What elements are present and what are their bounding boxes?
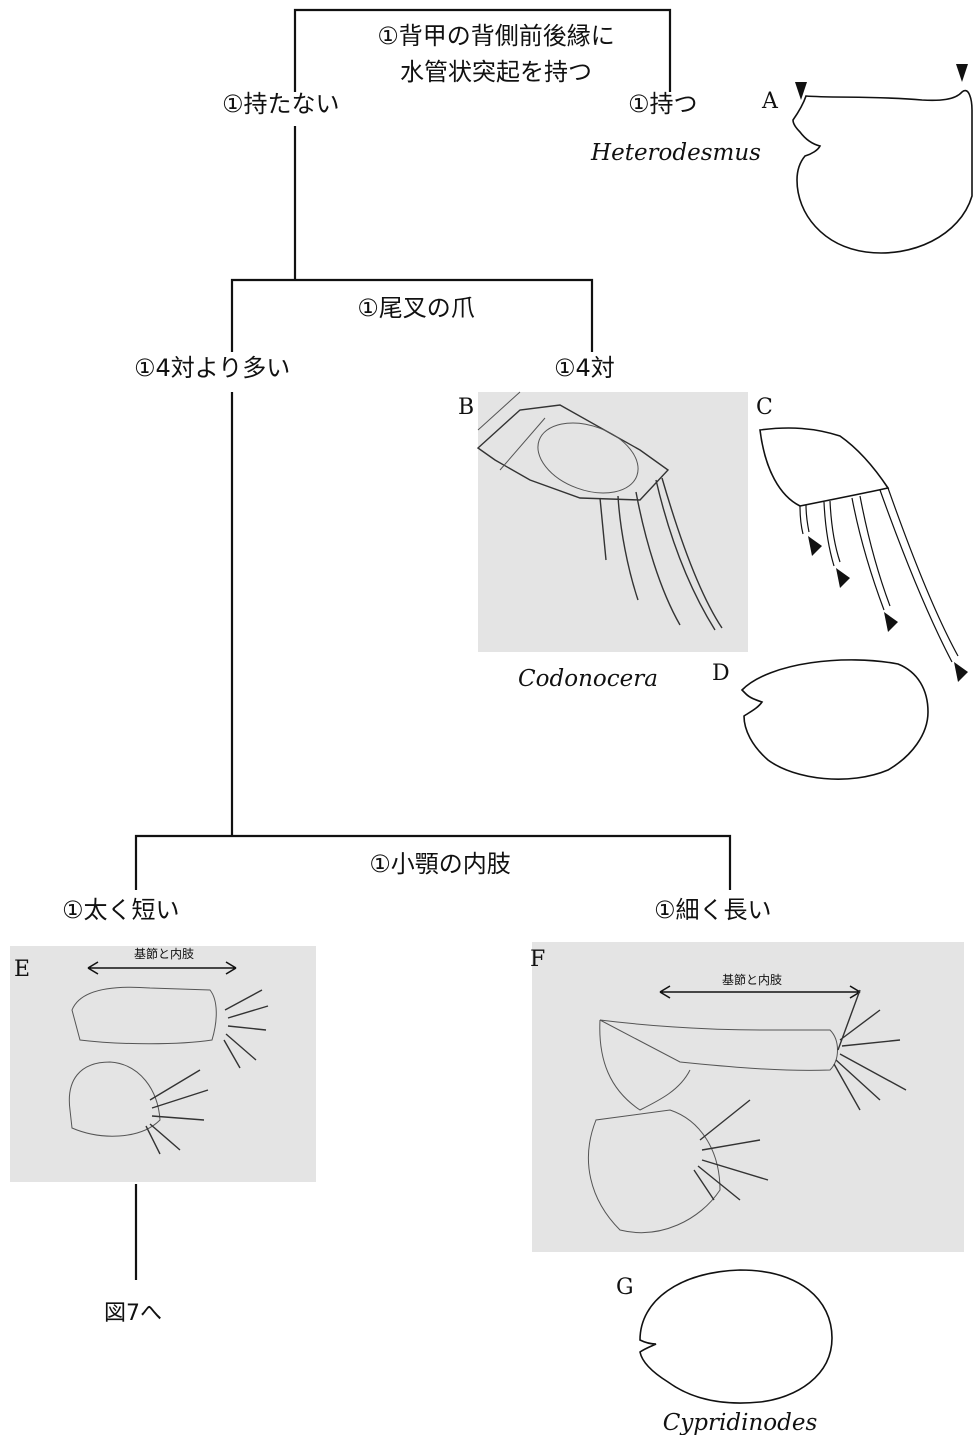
furca-arrowhead-1 bbox=[808, 536, 822, 556]
plate-label-b: B bbox=[458, 395, 474, 420]
footer-next-figure: 図7へ bbox=[104, 1301, 162, 1326]
genus-heterodesmus: Heterodesmus bbox=[590, 140, 761, 166]
node1-question-line1: ①背甲の背側前後縁に bbox=[377, 22, 615, 50]
genus-codonocera: Codonocera bbox=[518, 666, 658, 692]
genus-cypridinodes: Cypridinodes bbox=[663, 1410, 818, 1435]
plate-g-cypridinodes: G Cypridinodes bbox=[616, 1270, 832, 1435]
plate-b-furca-photo: B Codonocera bbox=[458, 392, 748, 692]
key-node-3: ①小顎の内肢 ①太く短い ①細く長い bbox=[62, 836, 772, 924]
furca-arrowhead-2 bbox=[836, 568, 850, 588]
heterodesmus-carapace-outline bbox=[793, 91, 972, 253]
node3-answer-thin-long: ①細く長い bbox=[654, 896, 772, 924]
photo-f-background bbox=[532, 942, 964, 1252]
node1-answer-present: ①持つ bbox=[628, 90, 698, 118]
photo-e-annotation: 基節と内肢 bbox=[134, 946, 194, 961]
photo-e-background bbox=[10, 946, 316, 1182]
plate-e-maxilla-photo: E 基節と内肢 図7へ bbox=[10, 946, 316, 1326]
plate-label-a: A bbox=[761, 89, 779, 114]
cypridinodes-carapace-outline bbox=[640, 1270, 832, 1403]
furca-claw-3 bbox=[852, 496, 890, 610]
node2-question: ①尾叉の爪 bbox=[357, 294, 475, 322]
plate-d-codonocera: D bbox=[712, 660, 928, 779]
furca-claw-4 bbox=[880, 488, 958, 662]
heterodesmus-arrowhead-posterior bbox=[956, 64, 968, 82]
plate-label-e: E bbox=[14, 957, 30, 982]
furca-arrowhead-4 bbox=[954, 662, 968, 682]
furca-lamella-outline bbox=[760, 428, 888, 506]
plate-label-c: C bbox=[756, 395, 773, 420]
photo-f-annotation: 基節と内肢 bbox=[722, 972, 782, 987]
codonocera-carapace-outline bbox=[742, 660, 928, 779]
photo-b-background bbox=[478, 392, 748, 652]
node3-question: ①小顎の内肢 bbox=[369, 850, 511, 878]
plate-label-f: F bbox=[530, 947, 545, 972]
node2-answer-more: ①4対より多い bbox=[134, 354, 290, 382]
plate-label-d: D bbox=[712, 661, 730, 686]
plate-f-maxilla-photo: F 基節と内肢 bbox=[530, 942, 964, 1252]
node2-answer-four: ①4対 bbox=[554, 354, 615, 382]
node1-answer-absent: ①持たない bbox=[222, 90, 340, 118]
plate-c-furca-drawing: C bbox=[756, 395, 968, 682]
plate-label-g: G bbox=[616, 1275, 634, 1300]
furca-arrowhead-3 bbox=[884, 612, 898, 632]
node3-answer-thick-short: ①太く短い bbox=[62, 896, 180, 924]
node1-question-line2: 水管状突起を持つ bbox=[400, 58, 592, 86]
furca-claw-1 bbox=[800, 505, 809, 534]
furca-claw-2 bbox=[824, 501, 840, 566]
